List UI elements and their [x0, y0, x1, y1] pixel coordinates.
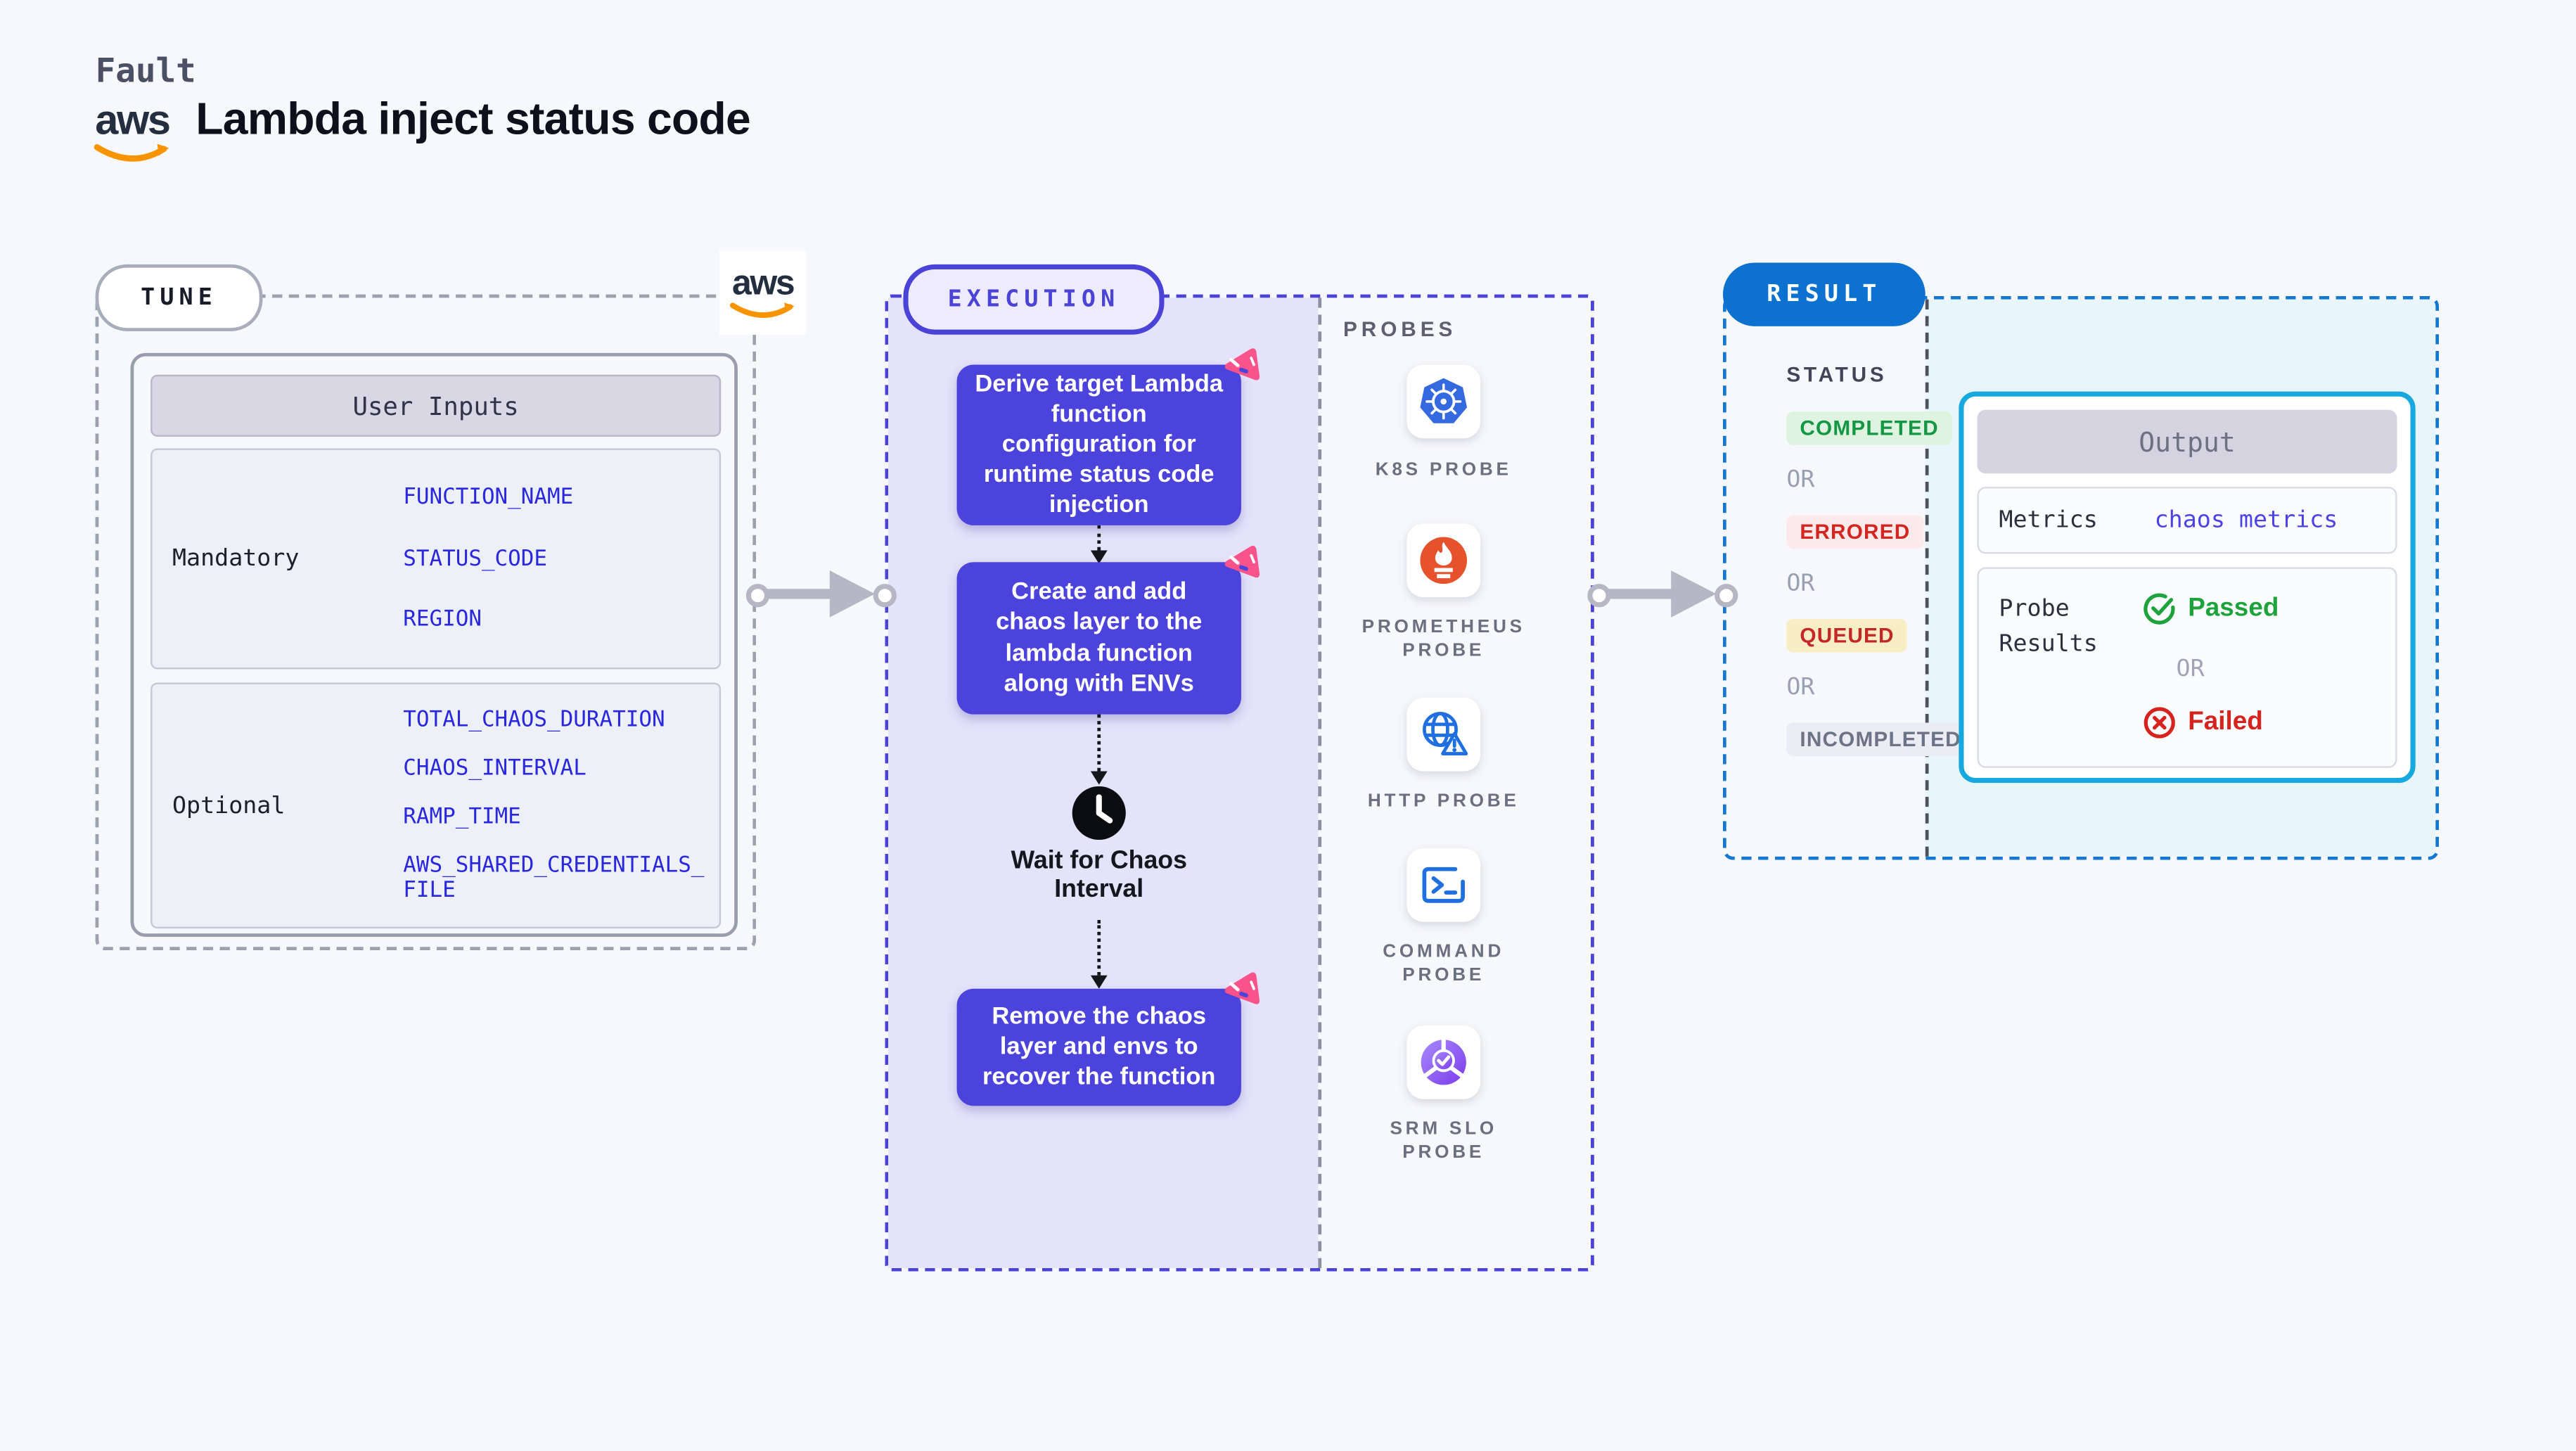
mandatory-inputs-group: Mandatory FUNCTION_NAME STATUS_CODE REGI…: [150, 448, 722, 670]
mandatory-label: Mandatory: [172, 545, 300, 573]
probe-results-row: Probe Results Passed OR Failed: [1977, 567, 2397, 768]
prometheus-icon: [1420, 537, 1468, 584]
tune-section: [95, 294, 757, 951]
probes-divider: [1318, 298, 1322, 1268]
env-var: AWS_SHARED_CREDENTIALS_ FILE: [403, 853, 705, 904]
probe-card-prometheus: [1406, 523, 1481, 598]
flow-connector: [1097, 714, 1101, 772]
arrow-head: [1671, 570, 1717, 618]
execution-label-pill: EXECUTION: [903, 264, 1165, 335]
probe-card-command: [1406, 848, 1481, 922]
probe-label: PROMETHEUS PROBE: [1361, 617, 1525, 662]
probe-label: K8S PROBE: [1375, 460, 1512, 480]
chaos-fault-icon: [1224, 348, 1260, 381]
probe-label: SRM SLO PROBE: [1390, 1119, 1497, 1163]
status-badge-incompleted: INCOMPLETED: [1786, 722, 1975, 757]
aws-logo: aws: [92, 96, 172, 166]
page-title: Lambda inject status code: [196, 94, 751, 144]
arrow-line: [1596, 589, 1683, 599]
mandatory-var-list: FUNCTION_NAME STATUS_CODE REGION: [403, 450, 573, 667]
flow-arrow-tune-to-execution: [745, 570, 897, 618]
user-inputs-panel: User Inputs Mandatory FUNCTION_NAME STAT…: [130, 352, 738, 938]
arrow-start-dot: [1587, 584, 1611, 608]
result-label-pill: RESULT: [1722, 262, 1925, 326]
arrow-head: [829, 570, 876, 618]
wait-for-chaos-interval-label: Wait for Chaos Interval: [1011, 846, 1187, 905]
flow-connector: [1097, 920, 1101, 976]
clock-icon: [1072, 786, 1126, 840]
execution-step-remove-chaos-layer: Remove the chaos layer and envs to recov…: [956, 988, 1241, 1106]
probe-label: COMMAND PROBE: [1383, 942, 1505, 986]
metrics-label: Metrics: [1999, 506, 2098, 534]
env-var: REGION: [403, 606, 482, 632]
x-circle-icon: [2144, 707, 2175, 739]
output-panel: Output Metrics chaos metrics Probe Resul…: [1959, 391, 2416, 784]
probe-results-label: Probe Results: [1999, 595, 2098, 658]
probe-result-passed: Passed: [2143, 592, 2279, 626]
flow-connector-arrowhead: [1090, 550, 1108, 564]
probes-column-title: PROBES: [1343, 317, 1457, 342]
env-var: STATUS_CODE: [403, 546, 548, 572]
or-separator: OR: [1786, 674, 1815, 701]
http-globe-warning-icon: [1422, 712, 1468, 755]
probe-card-srm-slo: [1406, 1025, 1481, 1099]
probe-card-http: [1406, 697, 1481, 772]
arrow-end-dot: [873, 584, 897, 608]
optional-var-list: TOTAL_CHAOS_DURATION CHAOS_INTERVAL RAMP…: [403, 684, 704, 927]
or-separator: OR: [1786, 570, 1815, 598]
optional-inputs-group: Optional TOTAL_CHAOS_DURATION CHAOS_INTE…: [150, 682, 722, 929]
command-terminal-icon: [1422, 867, 1465, 903]
step-text: Derive target Lambda function configurat…: [975, 371, 1224, 519]
or-separator: OR: [1786, 466, 1815, 494]
tune-label-pill: TUNE: [95, 264, 263, 331]
flow-arrow-execution-to-result: [1587, 570, 1738, 618]
execution-section: Derive target Lambda function configurat…: [885, 294, 1594, 1272]
user-inputs-title: User Inputs: [150, 374, 722, 437]
optional-label: Optional: [172, 792, 286, 819]
metrics-value: chaos metrics: [2154, 506, 2338, 534]
aws-logo-tune: aws: [719, 250, 807, 335]
execution-step-add-chaos-layer: Create and add chaos layer to the lambda…: [956, 562, 1241, 715]
output-title: Output: [1977, 409, 2397, 474]
result-section: STATUS COMPLETED OR ERRORED OR QUEUED OR…: [1722, 296, 2439, 860]
execution-step-derive-config: Derive target Lambda function configurat…: [956, 364, 1241, 525]
passed-label: Passed: [2188, 594, 2279, 622]
kubernetes-icon: [1420, 378, 1468, 423]
aws-logo-text: aws: [95, 96, 171, 144]
arrow-line: [754, 589, 842, 599]
status-badge-completed: COMPLETED: [1786, 411, 1952, 445]
srm-slo-icon: [1421, 1039, 1466, 1085]
probe-result-failed: Failed: [2143, 706, 2263, 740]
flow-connector-arrowhead: [1090, 975, 1108, 989]
step-text: Create and add chaos layer to the lambda…: [996, 579, 1203, 697]
chaos-fault-icon: [1224, 545, 1260, 578]
arrow-start-dot: [745, 584, 770, 608]
result-divider: [1925, 299, 1929, 857]
aws-smile-icon: [94, 143, 169, 162]
check-circle-icon: [2144, 593, 2175, 625]
env-var: TOTAL_CHAOS_DURATION: [403, 708, 665, 733]
chaos-fault-icon: [1224, 972, 1260, 1004]
flow-connector: [1097, 525, 1101, 551]
metrics-row: Metrics chaos metrics: [1977, 487, 2397, 554]
status-badge-queued: QUEUED: [1786, 619, 1908, 653]
probe-label: HTTP PROBE: [1367, 791, 1520, 812]
aws-smile-icon: [729, 301, 795, 317]
aws-logo-text: aws: [731, 263, 795, 302]
or-separator: OR: [2176, 656, 2205, 683]
flow-connector-arrowhead: [1090, 771, 1108, 785]
env-var: FUNCTION_NAME: [403, 485, 574, 511]
env-var: CHAOS_INTERVAL: [403, 756, 587, 781]
probe-card-k8s: [1406, 364, 1481, 439]
failed-label: Failed: [2188, 708, 2263, 736]
arrow-end-dot: [1715, 584, 1738, 608]
fault-kicker: Fault: [95, 50, 196, 91]
env-var: RAMP_TIME: [403, 805, 521, 830]
step-text: Remove the chaos layer and envs to recov…: [982, 1003, 1216, 1091]
status-badge-errored: ERRORED: [1786, 515, 1924, 549]
status-column-title: STATUS: [1786, 363, 1888, 387]
